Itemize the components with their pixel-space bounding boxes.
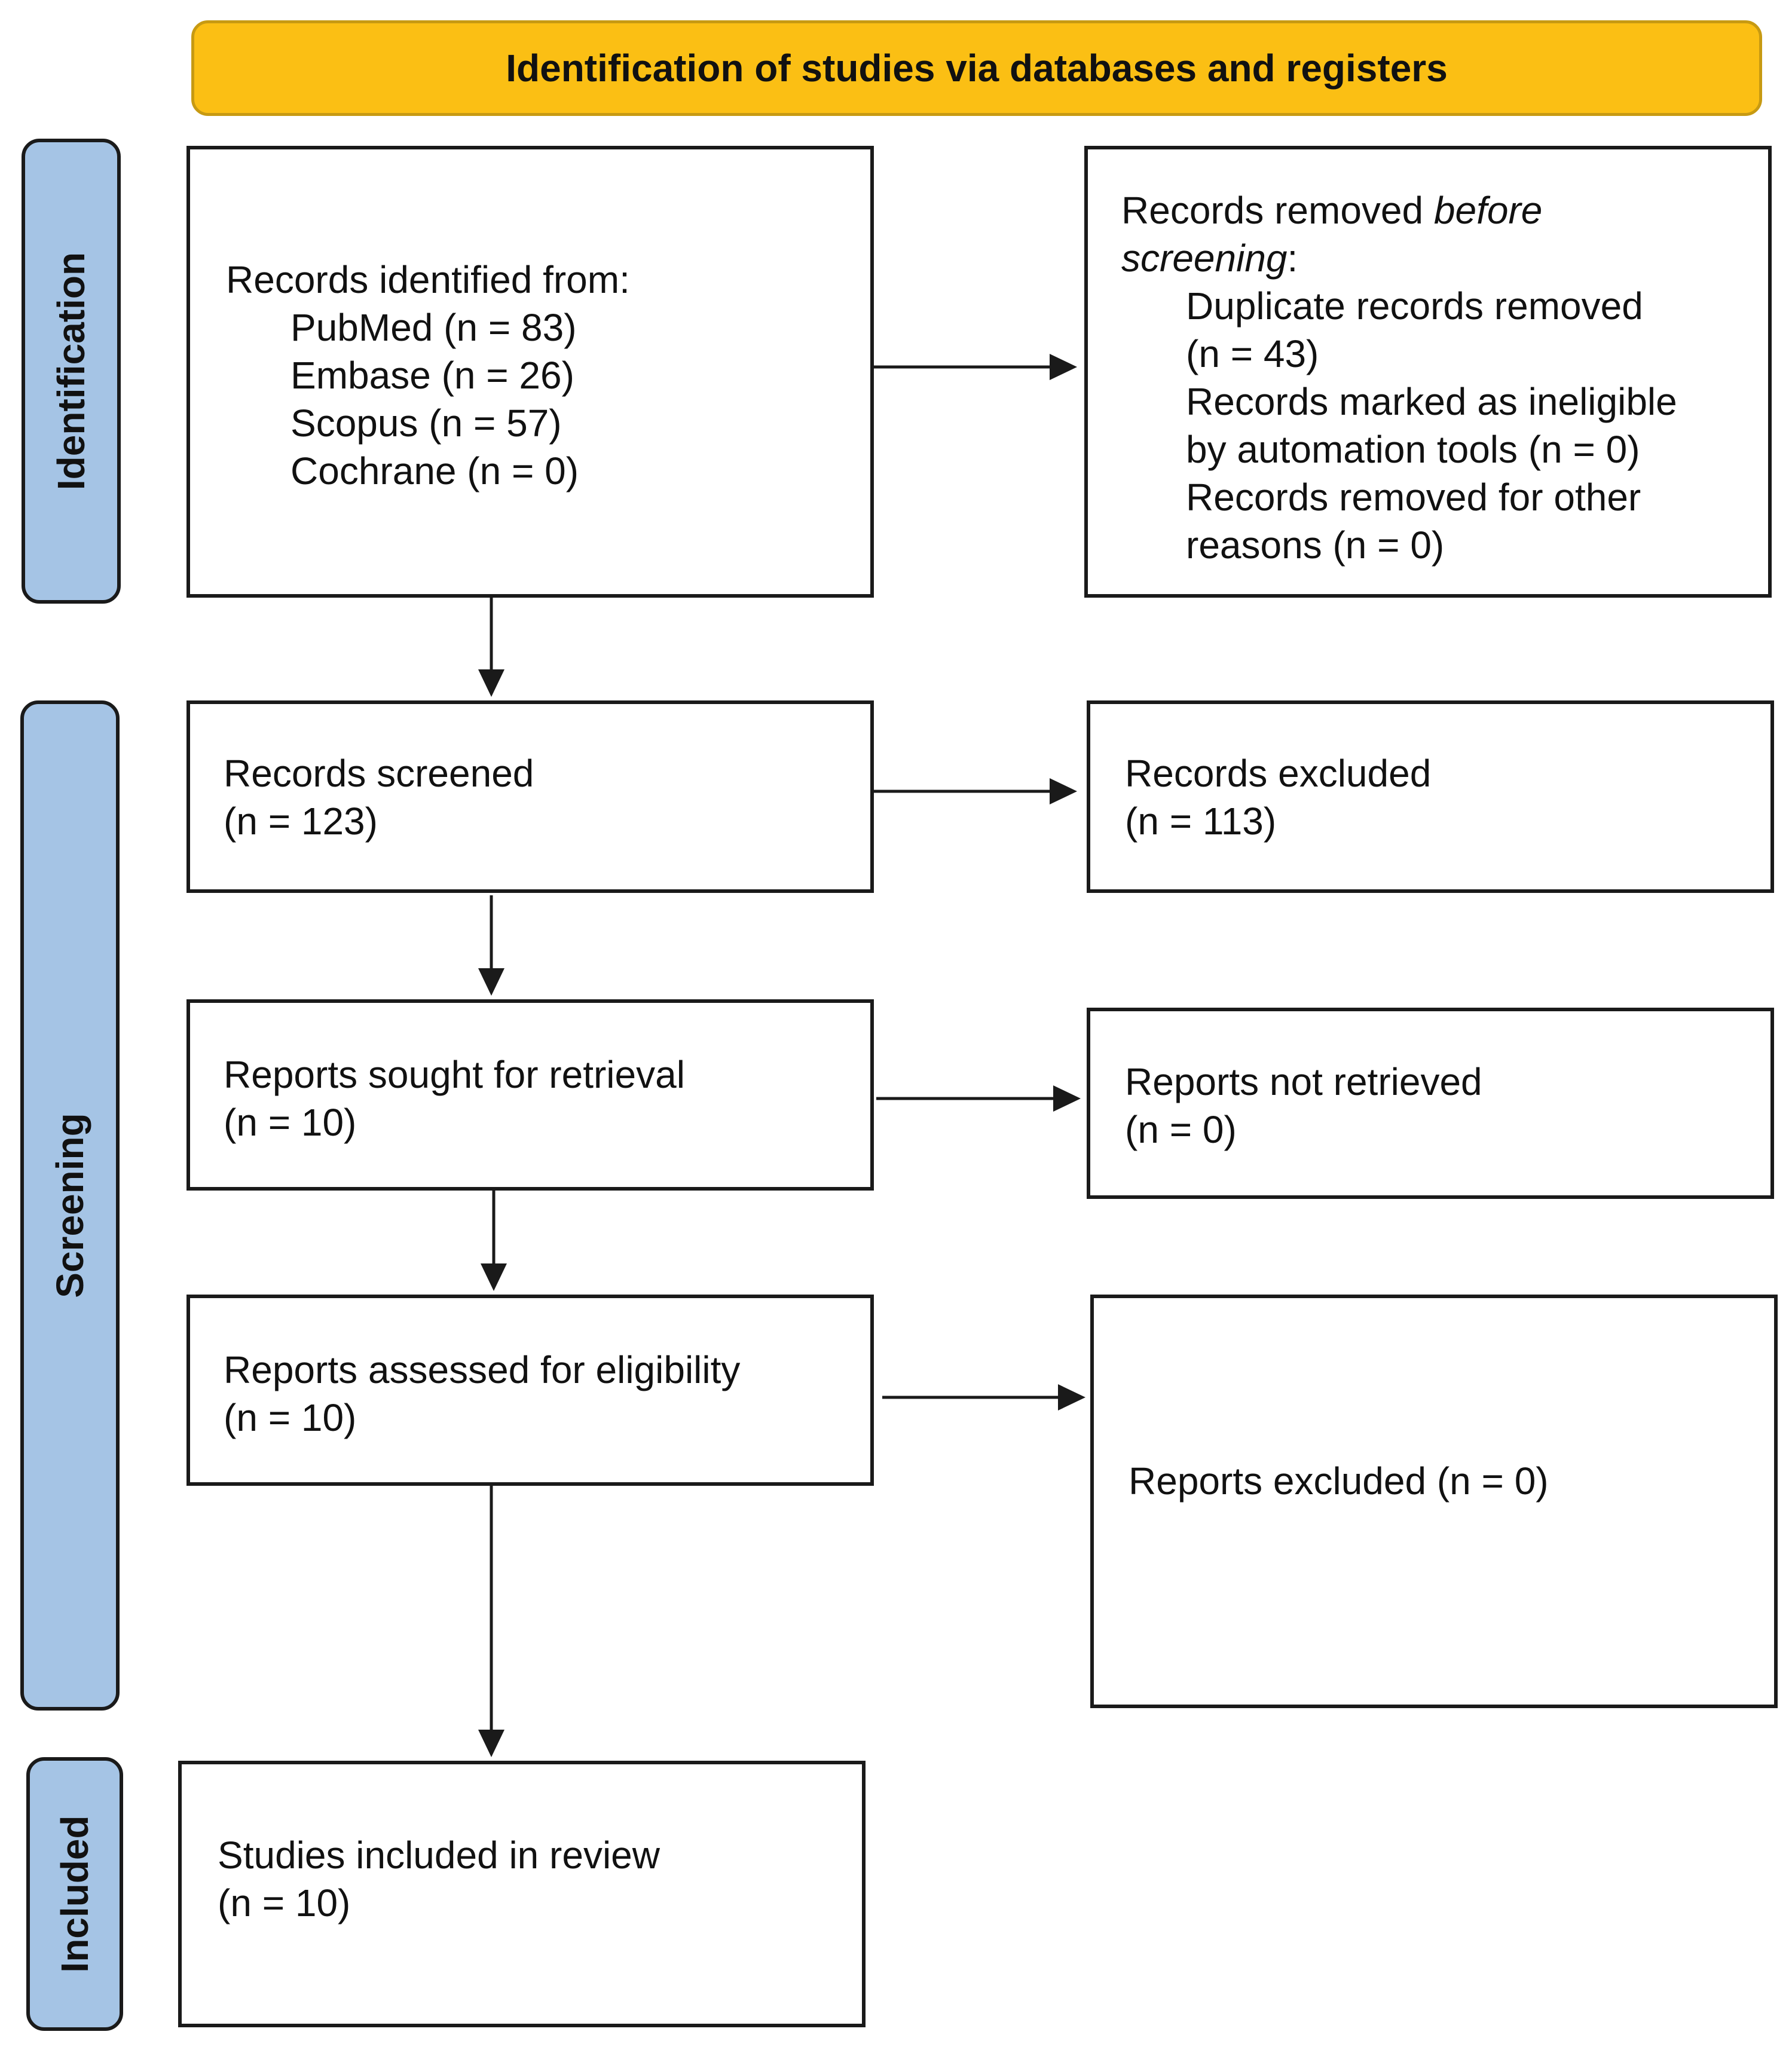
arrow-assessed-to-included — [478, 1486, 504, 1757]
box-reports-not-retrieved: Reports not retrieved (n = 0) — [1087, 1008, 1774, 1199]
header-title: Identification of studies via databases … — [506, 47, 1448, 90]
removed-other: Records removed for other — [1186, 476, 1641, 519]
arrow-identified-to-removed — [874, 354, 1077, 380]
records-excluded-label: Records excluded — [1125, 752, 1432, 795]
reports-assessed-label: Reports assessed for eligibility — [224, 1348, 741, 1391]
box-records-screened: Records screened (n = 123) — [186, 700, 874, 893]
phase-identification-label: Identification — [50, 252, 93, 491]
box-reports-excluded: Reports excluded (n = 0) — [1090, 1295, 1778, 1708]
reports-sought-label: Reports sought for retrieval — [224, 1053, 685, 1096]
arrow-identified-to-screened — [478, 598, 504, 697]
box-studies-included: Studies included in review (n = 10) — [178, 1761, 866, 2027]
arrow-screened-to-sought — [478, 895, 504, 996]
header-banner: Identification of studies via databases … — [191, 20, 1762, 116]
arrow-assessed-to-reports-excluded — [882, 1384, 1085, 1410]
arrow-sought-to-not-retrieved — [876, 1085, 1081, 1112]
reports-not-retrieved-count: (n = 0) — [1125, 1108, 1237, 1151]
phase-screening: Screening — [20, 700, 120, 1711]
removed-ineligible-count: by automation tools (n = 0) — [1186, 428, 1640, 471]
reports-assessed-count: (n = 10) — [224, 1396, 357, 1439]
removed-duplicates: Duplicate records removed — [1186, 284, 1643, 328]
removed-duplicates-count: (n = 43) — [1186, 332, 1319, 375]
records-screened-count: (n = 123) — [224, 800, 378, 843]
records-removed-heading-line2: screening: — [1121, 237, 1298, 280]
records-excluded-count: (n = 113) — [1125, 800, 1277, 843]
phase-screening-label: Screening — [48, 1113, 91, 1298]
box-reports-assessed: Reports assessed for eligibility (n = 10… — [186, 1295, 874, 1486]
studies-included-count: (n = 10) — [218, 1881, 351, 1924]
source-embase: Embase (n = 26) — [290, 354, 574, 397]
source-pubmed: PubMed (n = 83) — [290, 306, 577, 349]
box-records-removed: Records removed before screening: Duplic… — [1084, 146, 1772, 598]
reports-sought-count: (n = 10) — [224, 1101, 357, 1144]
box-records-excluded: Records excluded (n = 113) — [1087, 700, 1774, 893]
phase-included: Included — [26, 1757, 123, 2031]
source-scopus: Scopus (n = 57) — [290, 402, 562, 445]
studies-included-label: Studies included in review — [218, 1834, 660, 1877]
removed-ineligible: Records marked as ineligible — [1186, 380, 1677, 423]
phase-identification: Identification — [22, 139, 121, 604]
arrow-screened-to-excluded — [874, 778, 1077, 804]
source-cochrane: Cochrane (n = 0) — [290, 449, 579, 492]
reports-excluded-label: Reports excluded (n = 0) — [1129, 1460, 1549, 1503]
removed-other-count: reasons (n = 0) — [1186, 524, 1445, 567]
records-screened-label: Records screened — [224, 752, 534, 795]
records-removed-heading: Records removed before — [1121, 189, 1543, 232]
reports-not-retrieved-label: Reports not retrieved — [1125, 1060, 1482, 1103]
box-records-identified: Records identified from: PubMed (n = 83)… — [186, 146, 874, 598]
arrow-sought-to-assessed — [481, 1191, 507, 1291]
box-reports-sought: Reports sought for retrieval (n = 10) — [186, 999, 874, 1191]
records-identified-heading: Records identified from: — [226, 258, 630, 301]
phase-included-label: Included — [53, 1815, 96, 1973]
